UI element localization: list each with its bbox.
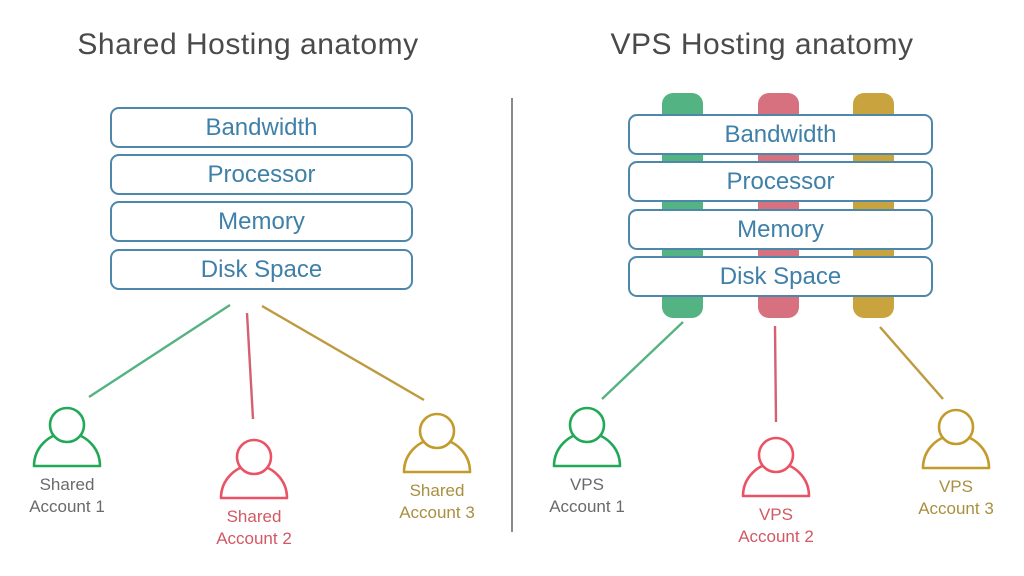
account-label-line1: VPS — [569, 475, 604, 494]
vps-box-disk-space: Disk Space — [628, 256, 933, 297]
person-icon — [921, 408, 991, 470]
account-label: Shared Account 3 — [399, 480, 475, 525]
shared-line-account-3 — [261, 304, 425, 402]
shared-box-bandwidth: Bandwidth — [110, 107, 413, 148]
shared-account-2: Shared Account 2 — [194, 438, 314, 551]
account-label-line1: Shared — [39, 475, 95, 494]
shared-account-1: Shared Account 1 — [7, 406, 127, 519]
vps-box-memory: Memory — [628, 209, 933, 250]
account-label-line1: VPS — [758, 505, 793, 524]
shared-box-disk-space: Disk Space — [110, 249, 413, 290]
person-icon — [402, 412, 472, 474]
account-label-line2: Account 2 — [216, 529, 292, 549]
vps-account-1: VPS Account 1 — [527, 406, 647, 519]
person-icon — [32, 406, 102, 468]
account-label-line2: Account 3 — [399, 503, 475, 523]
vps-hosting-title: VPS Hosting anatomy — [610, 28, 914, 61]
account-label: Shared Account 1 — [29, 474, 105, 519]
person-icon — [219, 438, 289, 500]
vps-line-account-1 — [601, 321, 684, 400]
person-icon — [552, 406, 622, 468]
vps-account-3: VPS Account 3 — [896, 408, 1016, 521]
vps-box-bandwidth: Bandwidth — [628, 114, 933, 155]
shared-box-processor: Processor — [110, 154, 413, 195]
account-label: Shared Account 2 — [216, 506, 292, 551]
shared-hosting-title: Shared Hosting anatomy — [77, 28, 419, 61]
divider-line — [511, 98, 513, 532]
vps-line-account-2 — [773, 325, 778, 423]
vps-account-2: VPS Account 2 — [716, 436, 836, 549]
account-label: VPS Account 3 — [918, 476, 994, 521]
account-label-line1: Shared — [226, 507, 282, 526]
account-label-line2: Account 1 — [549, 497, 625, 517]
shared-account-3: Shared Account 3 — [377, 412, 497, 525]
vps-line-account-3 — [879, 326, 944, 400]
shared-line-account-2 — [245, 312, 255, 420]
account-label-line2: Account 1 — [29, 497, 105, 517]
account-label-line1: VPS — [938, 477, 973, 496]
account-label-line2: Account 2 — [738, 527, 814, 547]
vps-box-processor: Processor — [628, 161, 933, 202]
shared-box-memory: Memory — [110, 201, 413, 242]
account-label: VPS Account 1 — [549, 474, 625, 519]
shared-line-account-1 — [88, 303, 231, 399]
account-label-line1: Shared — [409, 481, 465, 500]
account-label-line2: Account 3 — [918, 499, 994, 519]
person-icon — [741, 436, 811, 498]
account-label: VPS Account 2 — [738, 504, 814, 549]
